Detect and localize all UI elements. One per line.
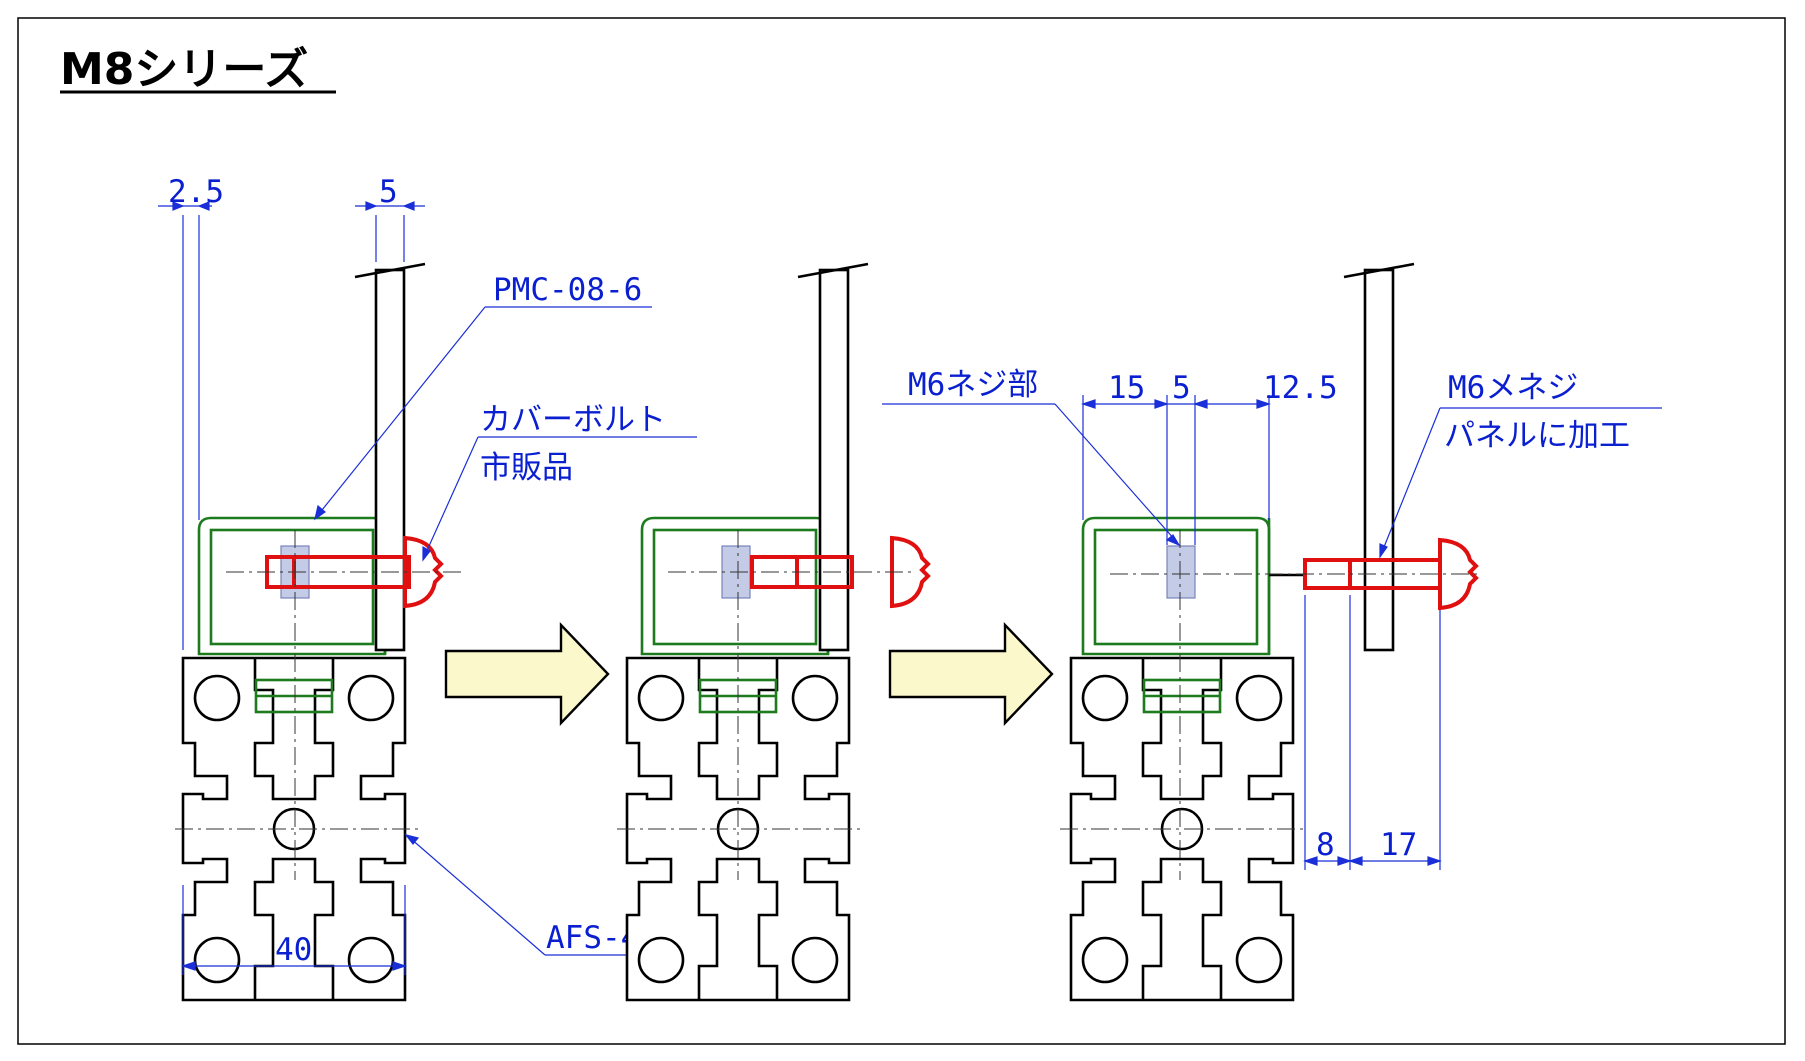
dimensions-stage1: 2.5 5 40 [158,174,425,975]
panel-stage3 [1363,268,1395,652]
panel-stage1 [374,268,406,652]
label-cover-bolt: カバーボルト [480,402,666,438]
page-title: M8シリーズ [60,44,308,95]
stage-2-assembly [617,262,930,1002]
dim-5-top: 5 [379,174,398,210]
label-machine-into-panel: パネルに加工 [1444,418,1630,454]
dim-40: 40 [275,932,312,968]
dim-15: 15 [1108,370,1145,406]
dim-8: 8 [1316,827,1335,863]
leaders-stage3: M6ネジ部 M6メネジ パネルに加工 [882,367,1662,559]
cover-bolt-shank-stage2 [750,555,854,589]
stage-3-assembly [1060,262,1478,1002]
label-pmc-08-6: PMC-08-6 [493,272,642,308]
dim-5-mid: 5 [1172,370,1191,406]
label-commercial-product: 市販品 [480,450,573,486]
dim-2-5: 2.5 [168,174,224,210]
label-m6-female-thread: M6メネジ [1448,370,1578,406]
panel-break-line [354,262,426,279]
dimensions-stage3: 15 5 12.5 8 17 [1081,370,1442,870]
panel-stage2 [818,268,850,652]
dim-17: 17 [1380,827,1417,863]
stage-1-assembly [175,262,462,1002]
dim-12-5: 12.5 [1263,370,1338,406]
border-frame [17,17,1786,1045]
nut-stage3 [1166,545,1196,599]
label-m6-thread: M6ネジ部 [908,367,1038,403]
process-arrow-1 [444,622,610,726]
process-arrow-2 [888,622,1054,726]
